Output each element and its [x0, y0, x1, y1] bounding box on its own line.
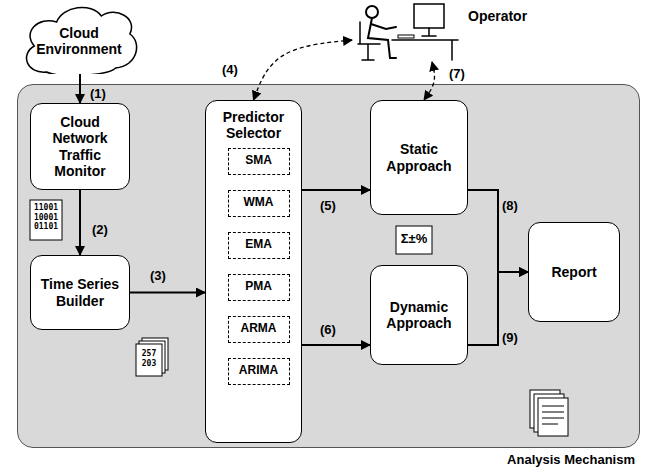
node-label: ARMA — [229, 322, 289, 336]
cloud-shape: Cloud Environment — [18, 2, 140, 74]
callout-number: (4) — [222, 62, 238, 77]
flow-arrow — [79, 72, 81, 103]
interaction-arrow — [424, 62, 434, 100]
node-label: WMA — [229, 196, 289, 210]
node-label: SMA — [229, 154, 289, 168]
node-label: Cloud Environment — [18, 19, 140, 57]
node-label: Report — [529, 264, 619, 280]
node-label: Time Series Builder — [31, 276, 129, 308]
symbol-icon — [396, 226, 432, 254]
predictor-item: PMA — [228, 274, 290, 301]
flow-arrow — [79, 190, 81, 255]
flow-arrow — [468, 190, 528, 272]
series-pages-icon — [136, 338, 168, 376]
process-box: Cloud Network Traffic Monitor — [30, 103, 130, 190]
series-values: 257 203 — [136, 349, 162, 368]
process-box: Static Approach — [370, 100, 468, 215]
panel-heading: Analysis Mechanism — [503, 453, 639, 468]
process-box: Time Series Builder — [30, 255, 130, 330]
node-label: PMA — [229, 280, 289, 294]
node-label: EMA — [229, 238, 289, 252]
callout-number: (3) — [150, 268, 166, 283]
predictor-item: SMA — [228, 148, 290, 175]
node-label: Dynamic Approach — [371, 299, 467, 331]
node-label: Static Approach — [371, 141, 467, 173]
report-pages-icon — [530, 390, 568, 436]
predictor-item: EMA — [228, 232, 290, 259]
operator-figure: Operator — [352, 0, 460, 62]
binary-icon — [30, 200, 62, 240]
flow-arrow — [130, 292, 205, 294]
predictor-item: ARIMA — [228, 358, 290, 385]
callout-number: (8) — [502, 198, 518, 213]
callout-number: (5) — [320, 198, 336, 213]
flow-arrow — [302, 344, 370, 346]
callout-number: (6) — [320, 322, 336, 337]
actor-label: Operator — [464, 8, 531, 24]
predictor-item: ARMA — [228, 316, 290, 343]
selector-box: SMA WMA EMA PMA ARMA ARIMA Predictor Selector — [205, 100, 302, 443]
callout-number: (7) — [449, 66, 465, 81]
predictor-item: WMA — [228, 190, 290, 217]
math-symbol: Σ±% — [396, 231, 432, 246]
node-label: Cloud Network Traffic Monitor — [31, 114, 129, 178]
node-label: ARIMA — [229, 364, 289, 378]
operator-illustration — [352, 0, 460, 62]
callout-number: (1) — [90, 86, 106, 101]
process-box: Dynamic Approach — [370, 265, 468, 365]
node-label: Predictor Selector — [206, 109, 301, 141]
flow-arrow — [468, 272, 528, 345]
binary-data: 11001 10001 01101 — [30, 203, 62, 232]
report-box: Report — [528, 222, 620, 322]
callout-number: (2) — [92, 222, 108, 237]
flow-arrow — [302, 189, 370, 191]
callout-number: (9) — [502, 330, 518, 345]
interaction-arrow — [254, 40, 353, 100]
